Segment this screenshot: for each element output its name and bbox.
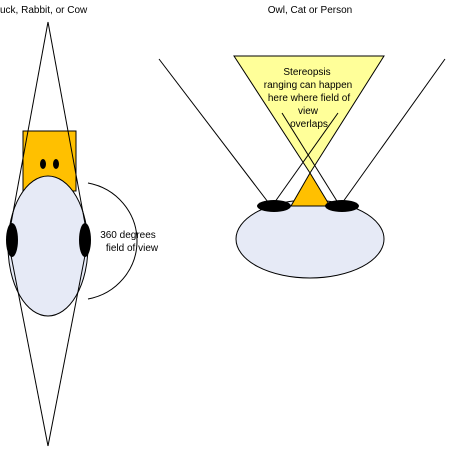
field-of-view-lines-right bbox=[158, 58, 446, 207]
callout-line-1: Stereopsis bbox=[283, 67, 330, 78]
annotation-line-2: field of view bbox=[106, 243, 159, 254]
field-of-view-arc bbox=[87, 182, 138, 300]
callout-text: Stereopsis ranging can happen here where… bbox=[264, 67, 352, 130]
crossing-lines bbox=[271, 112, 341, 207]
body-ellipse-left bbox=[7, 175, 89, 317]
body-ellipse-right bbox=[235, 199, 385, 279]
eye-front-right-icon bbox=[325, 200, 359, 212]
nostril-right-icon bbox=[53, 159, 59, 169]
callout-line-4: view bbox=[298, 106, 319, 117]
annotation-line-1: 360 degrees bbox=[100, 230, 156, 241]
field-of-view-lines-left bbox=[7, 21, 89, 447]
eye-front-left-icon bbox=[257, 200, 291, 212]
eye-left-icon bbox=[6, 223, 18, 257]
stereopsis-callout bbox=[233, 55, 385, 174]
right-panel-title: Owl, Cat or Person bbox=[268, 5, 352, 16]
callout-line-5: overlaps bbox=[290, 119, 328, 130]
callout-line-2: ranging can happen bbox=[264, 80, 352, 91]
overlap-triangle bbox=[290, 172, 331, 207]
eye-right-icon bbox=[79, 223, 91, 257]
callout-line-3: here where field of bbox=[268, 93, 350, 104]
left-panel-title: Duck, Rabbit, or Cow bbox=[0, 5, 88, 16]
nostril-left-icon bbox=[40, 159, 46, 169]
